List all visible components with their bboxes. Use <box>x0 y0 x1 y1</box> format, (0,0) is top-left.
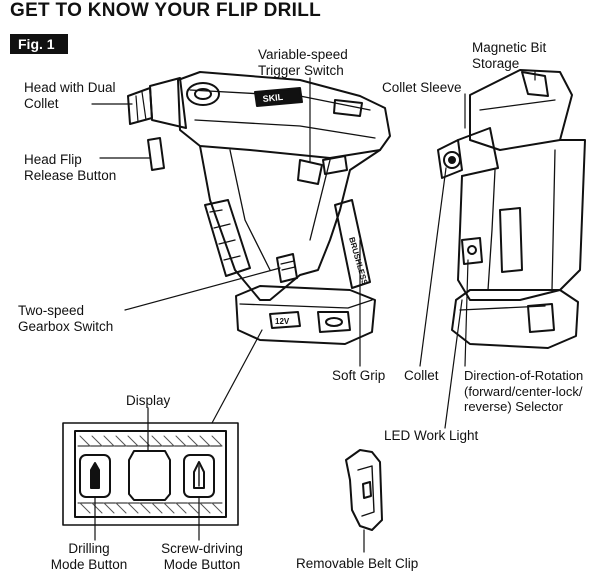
label-collet-sleeve: Collet Sleeve <box>382 80 462 95</box>
display-panel <box>62 422 239 526</box>
label-direction-selector: Direction-of-Rotation(forward/center-loc… <box>464 368 584 414</box>
label-collet: Collet <box>404 368 439 383</box>
battery-voltage-mark: 12V <box>275 317 290 326</box>
label-soft-grip: Soft Grip <box>332 368 386 383</box>
figure-label: Fig. 1 <box>10 34 68 54</box>
page-title: GET TO KNOW YOUR FLIP DRILL <box>10 0 322 21</box>
drill-side-view <box>127 71 391 345</box>
drill-front-view <box>437 69 586 349</box>
label-led-work-light: LED Work Light <box>384 428 479 443</box>
label-belt-clip: Removable Belt Clip <box>296 556 419 571</box>
label-display: Display <box>126 393 171 408</box>
drill-brand-top: SKIL <box>262 92 284 104</box>
belt-clip <box>345 449 383 531</box>
